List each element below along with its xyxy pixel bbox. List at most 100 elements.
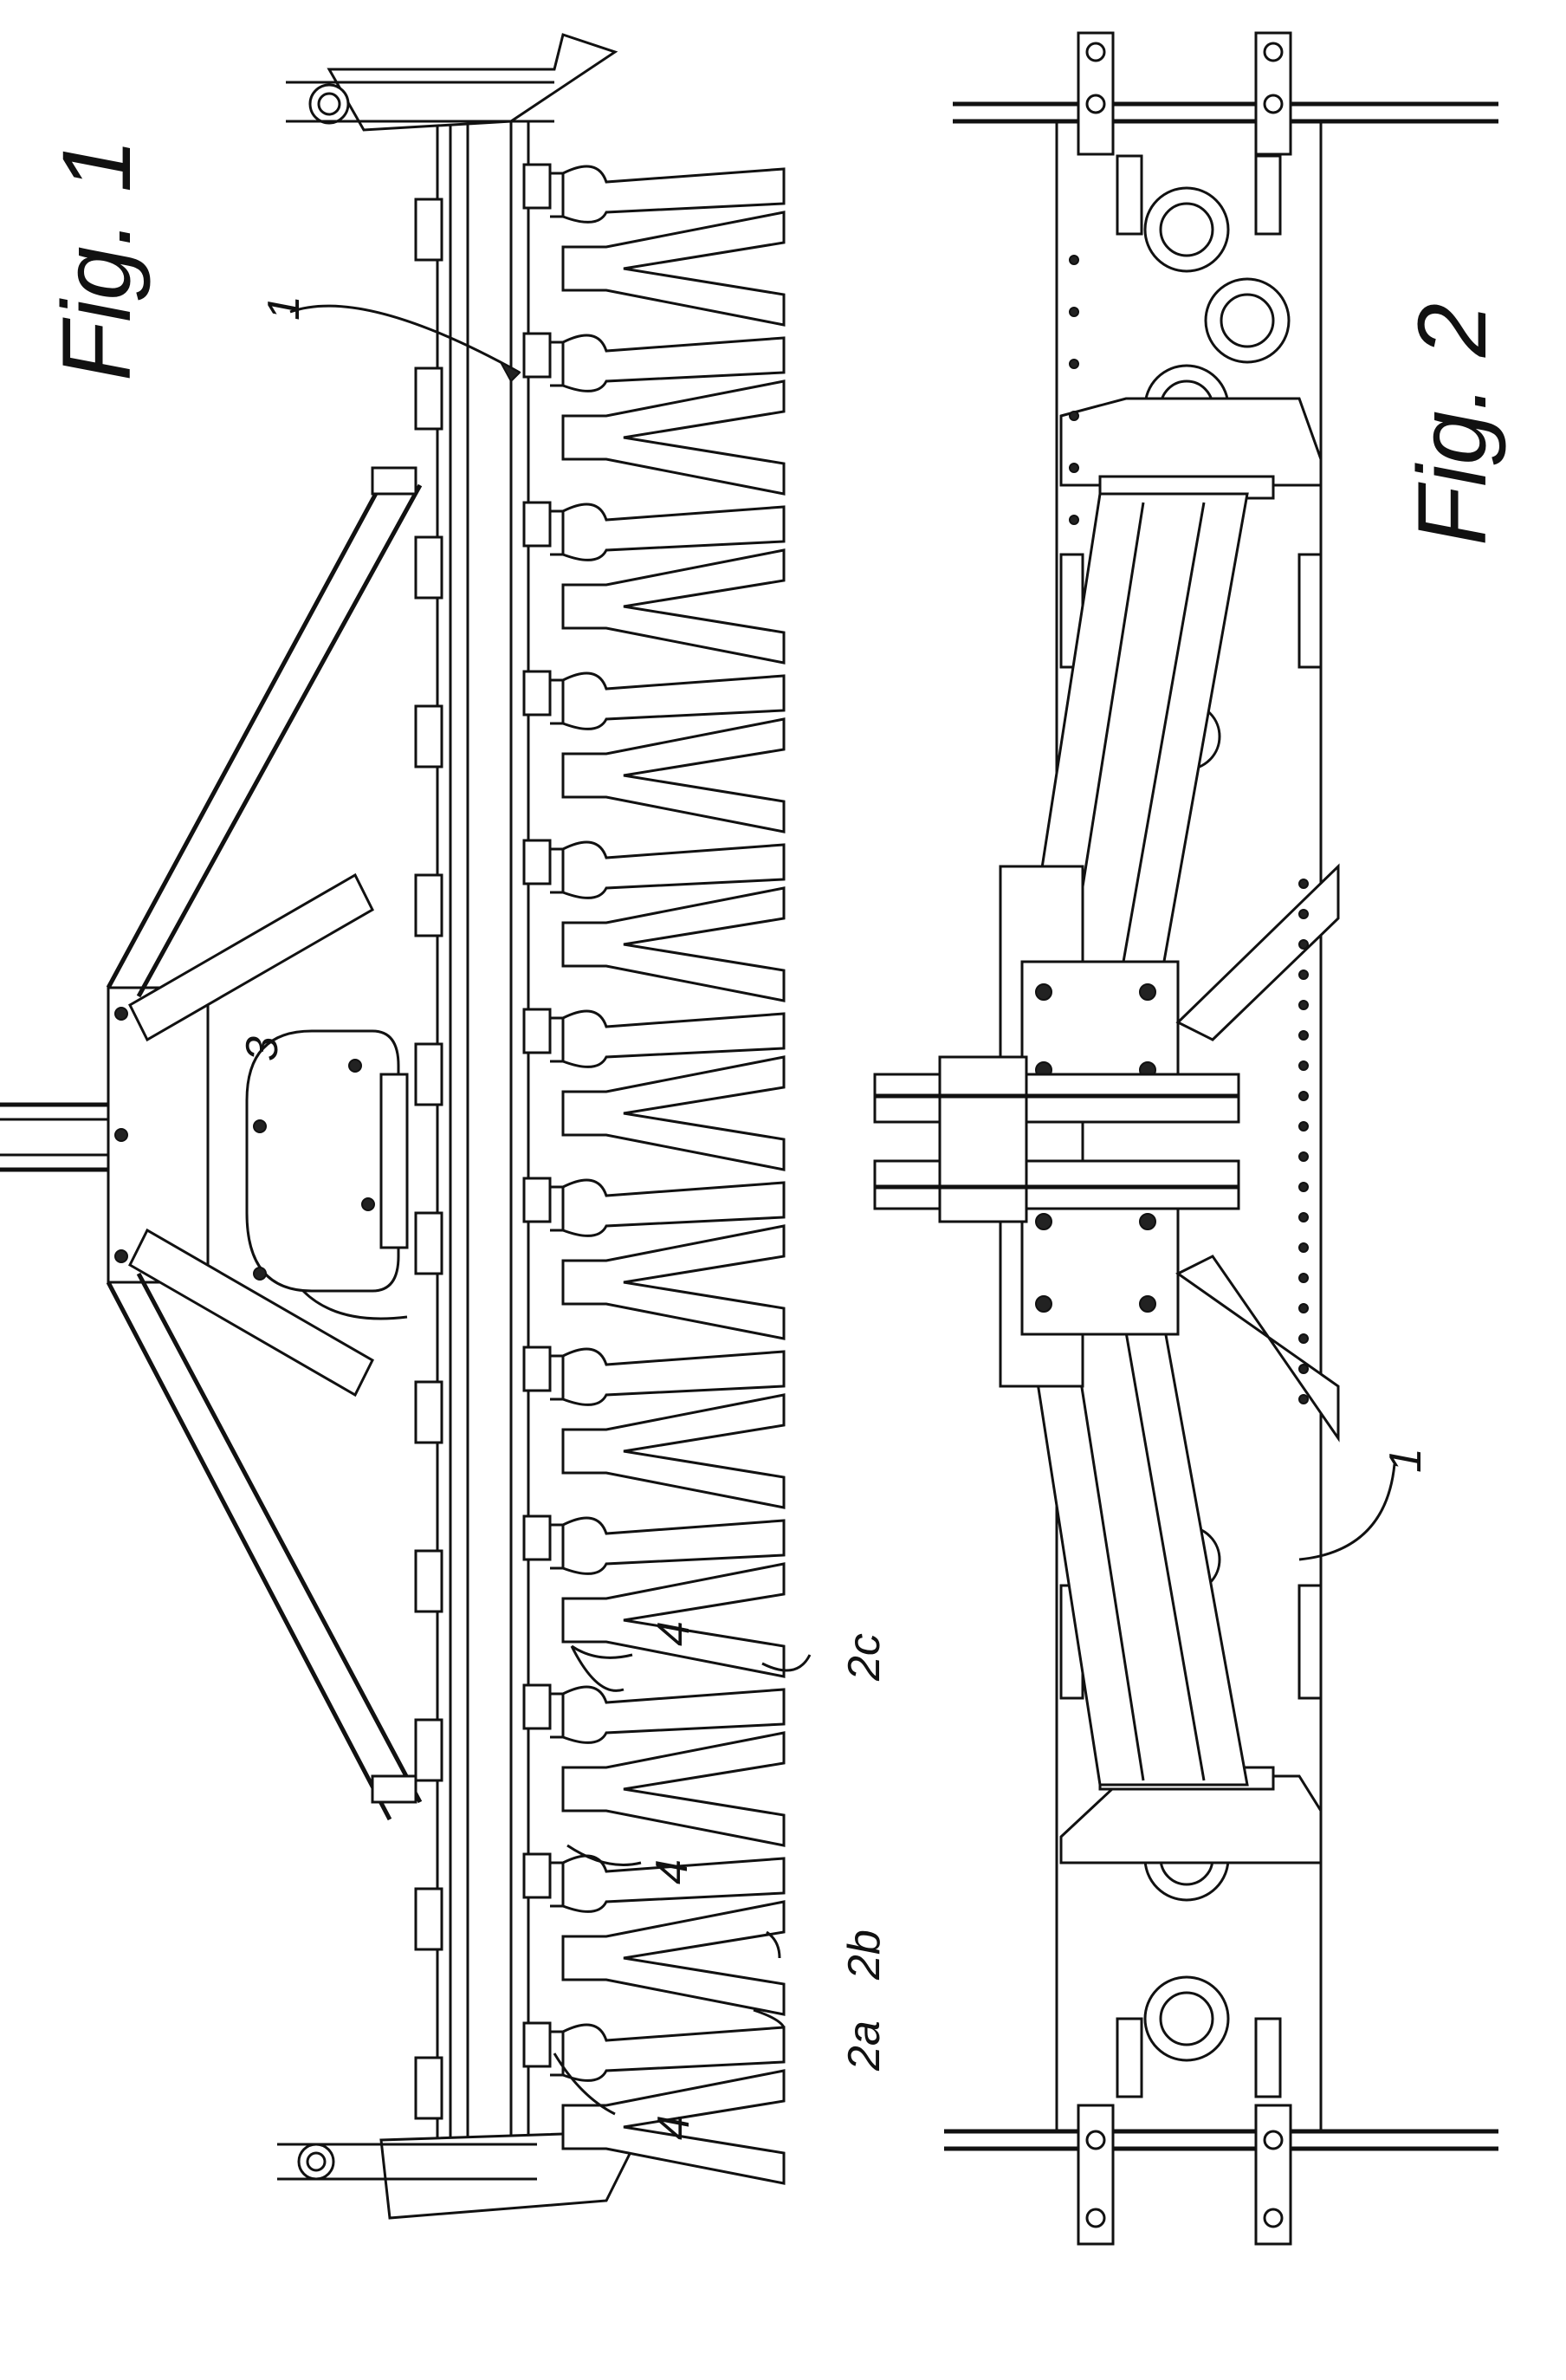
rivet	[1070, 256, 1078, 264]
label-tine-a: 2a	[839, 2020, 890, 2072]
beam-lug	[416, 706, 442, 767]
tine-v	[563, 719, 784, 832]
tine-holder	[524, 671, 550, 715]
tine-holder-flange	[550, 173, 563, 217]
beam-lug	[416, 1720, 442, 1780]
rivet	[1299, 1183, 1308, 1191]
beam-lug	[416, 368, 442, 429]
tine-holder-flange	[550, 1018, 563, 1061]
tine-holder	[524, 1178, 550, 1222]
tine-v	[563, 1226, 784, 1339]
beam-lug	[416, 2058, 442, 2118]
rivet	[1299, 970, 1308, 979]
tine-u	[563, 504, 784, 560]
rivet	[1299, 1001, 1308, 1009]
tine-u	[563, 1687, 784, 1742]
tine-u	[563, 842, 784, 898]
tine-holder	[524, 334, 550, 377]
tine-holder-flange	[550, 1863, 563, 1906]
main-beam	[437, 121, 528, 2157]
tine-holder	[524, 165, 550, 208]
tine-v	[563, 1902, 784, 2014]
tine-u	[563, 335, 784, 391]
tine-holder-flange	[550, 511, 563, 554]
rivet	[1299, 1395, 1308, 1404]
rivet	[1299, 1122, 1308, 1131]
tine-v	[563, 1057, 784, 1170]
label-tine-c: 2c	[839, 1633, 890, 1682]
tine-v	[563, 888, 784, 1001]
tine-v	[563, 1395, 784, 1508]
tine-u	[563, 1518, 784, 1573]
tine-holder	[524, 1685, 550, 1728]
tine-holder-flange	[550, 680, 563, 723]
figure-2-title: Fig. 2	[1398, 303, 1506, 546]
gearbox	[247, 1031, 407, 1319]
beam-lug	[416, 1382, 442, 1443]
tine-holder	[524, 2023, 550, 2066]
tine-holder	[524, 1854, 550, 1897]
tine-holder-flange	[550, 2032, 563, 2075]
tine-holder-flange	[550, 849, 563, 892]
rivet	[1299, 1304, 1308, 1313]
beam-lug	[416, 199, 442, 260]
rivet	[1070, 308, 1078, 316]
rivet	[1299, 1243, 1308, 1252]
rivet	[1070, 516, 1078, 524]
tine-v	[563, 550, 784, 663]
label-holder-top: 4	[649, 1621, 699, 1646]
rivet	[1299, 879, 1308, 888]
tine-holder	[524, 1516, 550, 1560]
tine-v	[563, 381, 784, 494]
tine-holder	[524, 1347, 550, 1391]
rivet	[1299, 1152, 1308, 1161]
rivet	[1299, 940, 1308, 949]
tine-u	[563, 1011, 784, 1067]
rivet	[1299, 1365, 1308, 1373]
rivet	[1299, 910, 1308, 918]
tine-holder-flange	[550, 1187, 563, 1230]
label-holder-mid: 4	[647, 1859, 697, 1884]
rivet	[1299, 1213, 1308, 1222]
label-gearbox: 3	[237, 1036, 288, 1061]
beam-lug	[416, 1044, 442, 1105]
figure-1-title: Fig. 1	[42, 139, 151, 381]
rivet	[1299, 1061, 1308, 1070]
tine-u	[563, 673, 784, 729]
beam-lug	[416, 1213, 442, 1274]
tine-holder-flange	[550, 1356, 563, 1399]
tine-holder	[524, 840, 550, 884]
beam-lug	[416, 1889, 442, 1949]
tine-holder-flange	[550, 342, 563, 386]
figure-1: Fig. 1 1 3 4 2c 4 2b 2a 4	[0, 35, 890, 2218]
rivet	[1299, 1334, 1308, 1343]
tine-holder	[524, 503, 550, 546]
pto-shaft	[0, 1105, 120, 1170]
tine-u	[563, 2025, 784, 2080]
tine-holder	[524, 1009, 550, 1053]
label-frame-fig2: 1	[1381, 1448, 1431, 1473]
tine-holder-flange	[550, 1694, 563, 1737]
beam-lug	[416, 537, 442, 598]
tine-u	[563, 1180, 784, 1235]
label-holder-bottom: 4	[649, 2115, 699, 2140]
rivet	[1070, 464, 1078, 472]
tine-holder-flange	[550, 1525, 563, 1568]
rivet	[1299, 1274, 1308, 1282]
tine-v	[563, 1733, 784, 1845]
rivet	[1070, 360, 1078, 368]
beam-lug	[416, 875, 442, 936]
rivet	[1070, 412, 1078, 420]
figure-2: Fig. 2 1	[875, 33, 1506, 2244]
rivet	[1299, 1092, 1308, 1100]
tine-u	[563, 1349, 784, 1404]
label-frame-fig1: 1	[259, 295, 309, 321]
tine-v	[563, 1564, 784, 1676]
tine-v	[563, 212, 784, 325]
end-shield-top	[286, 35, 615, 130]
label-tine-b: 2b	[839, 1929, 890, 1981]
beam-lug	[416, 1551, 442, 1612]
tine-u	[563, 166, 784, 222]
